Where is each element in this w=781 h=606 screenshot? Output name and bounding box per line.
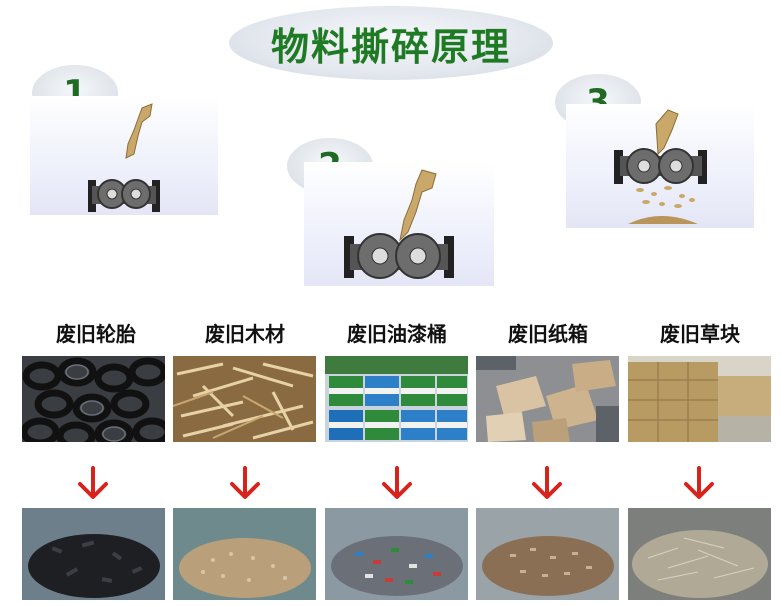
arrow-down-icon	[684, 466, 714, 499]
arrow-down-icon	[78, 466, 108, 499]
photo-wood-shredded	[173, 508, 316, 600]
photo-paint-buckets-shredded	[325, 508, 468, 600]
step-2-panel	[304, 162, 494, 286]
fragment-pile	[628, 216, 698, 224]
label-cardboard: 废旧纸箱	[508, 322, 588, 346]
label-wood: 废旧木材	[205, 322, 285, 346]
photo-paint-buckets-before	[325, 356, 468, 442]
step-3-panel	[566, 104, 754, 228]
photo-wood-before	[173, 356, 316, 442]
material-piece	[399, 169, 437, 242]
photo-cardboard-before	[476, 356, 619, 442]
photo-tires-shredded	[22, 508, 165, 600]
material-piece	[655, 109, 679, 156]
arrow-down-icon	[382, 466, 412, 499]
shredder-step-3-illustration	[614, 109, 707, 224]
arrow-down-icon	[230, 466, 260, 499]
photo-tires-before	[22, 356, 165, 442]
shredder-step-2-illustration	[344, 169, 454, 279]
shredder-rollers	[344, 233, 454, 279]
arrow-down-icon	[532, 466, 562, 499]
step-1-panel	[30, 96, 218, 215]
shredded-fragments	[636, 186, 695, 208]
photo-straw-bales-shredded	[628, 508, 771, 600]
title-banner: 物料撕碎原理	[229, 6, 553, 80]
label-straw-bales: 废旧草块	[660, 322, 740, 346]
photo-cardboard-shredded	[476, 508, 619, 600]
page-title: 物料撕碎原理	[270, 24, 511, 69]
label-paint-buckets: 废旧油漆桶	[347, 322, 447, 346]
shredder-step-1-illustration	[88, 103, 160, 212]
material-piece	[125, 103, 153, 159]
shredder-rollers	[88, 179, 160, 212]
photo-straw-bales-before	[628, 356, 771, 442]
label-tires: 废旧轮胎	[56, 322, 136, 346]
shredder-rollers	[614, 148, 707, 184]
